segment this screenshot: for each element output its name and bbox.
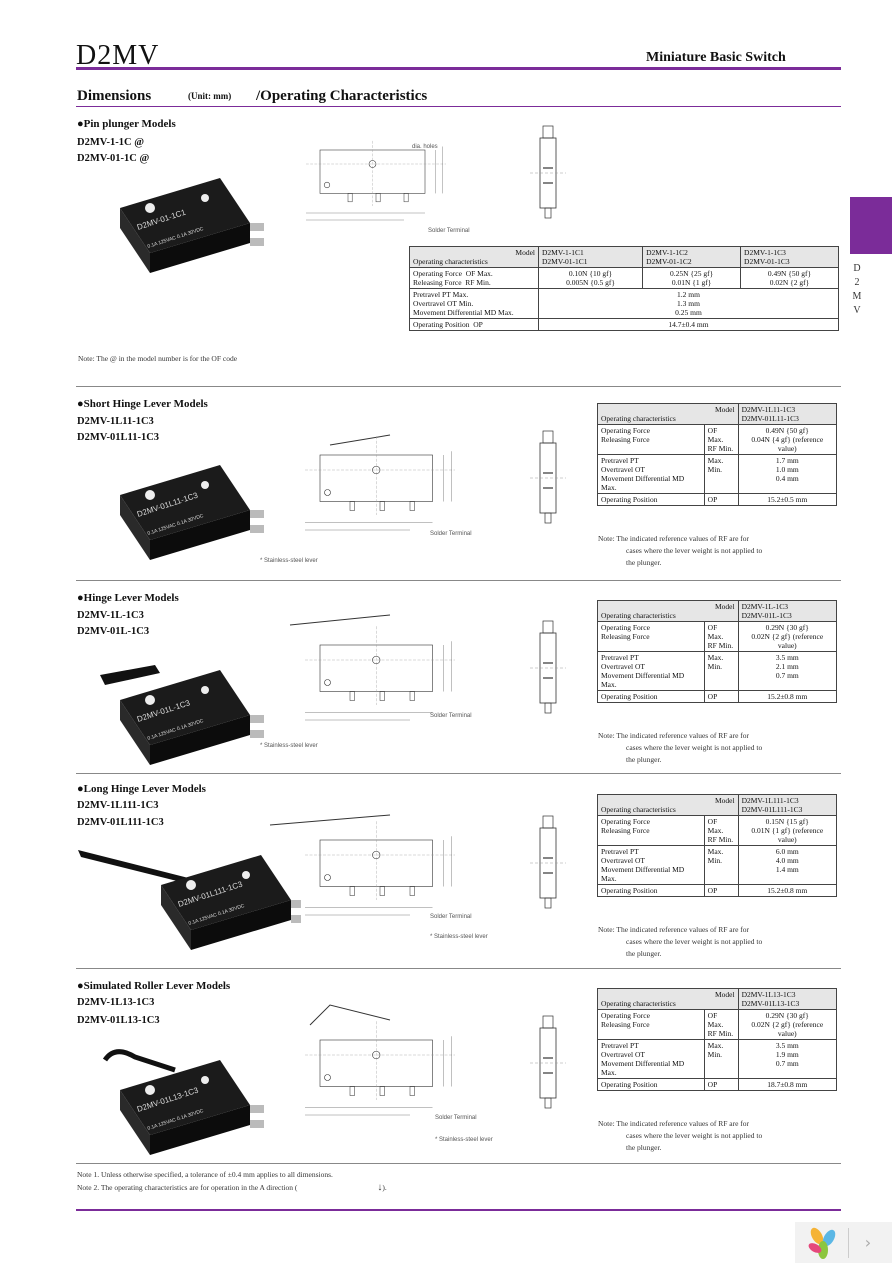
front-view-drawing [529, 1015, 567, 1109]
solder-label: Solder Terminal [435, 1115, 477, 1121]
model-code: D2MV-1L11-1C3 [77, 416, 154, 427]
model-code: D2MV-1L13-1C3 [77, 997, 155, 1008]
header-rule [76, 67, 841, 70]
note-text: Note: The indicated reference values of … [598, 1119, 763, 1152]
section-title-hinge: ●Hinge Lever Models [77, 592, 179, 604]
op-char-heading: /Operating Characteristics [256, 88, 428, 104]
front-view-drawing [529, 815, 567, 909]
front-view-drawing [529, 430, 567, 524]
lever-shape [102, 1049, 176, 1073]
front-view-drawing [529, 125, 567, 219]
model-code: D2MV-1-1C @ [77, 137, 145, 148]
switch-photo: D2MV-01-1C1 0.1A 125VAC 0.1A 30VDC [120, 178, 264, 273]
lever-line [309, 1004, 391, 1026]
solder-label: Solder Terminal [428, 228, 470, 234]
dimensions-heading: Dimensions [77, 88, 152, 104]
lever-line [269, 814, 391, 826]
note-text: Note: The indicated reference values of … [598, 731, 763, 764]
dimension-drawing: Solder Terminal * Stainless-steel lever [304, 1004, 493, 1143]
next-page-button[interactable]: › [848, 1228, 887, 1258]
section-divider [76, 968, 841, 969]
product-category: Miniature Basic Switch [646, 50, 786, 65]
section-title-sim-roller: ●Simulated Roller Lever Models [77, 980, 231, 992]
dimension-drawing: Solder Terminal * Stainless-steel lever [269, 814, 488, 940]
down-arrow-icon: ↓ [377, 1182, 383, 1193]
section-title-short-hinge: ●Short Hinge Lever Models [77, 398, 208, 410]
model-code: D2MV-01-1C @ [77, 153, 150, 164]
solder-label: Solder Terminal [430, 914, 472, 920]
stainless-label: * Stainless-steel lever [430, 934, 488, 940]
note-text: Note: The indicated reference values of … [598, 534, 763, 567]
side-tab [850, 197, 892, 254]
stainless-label: * Stainless-steel lever [260, 558, 318, 564]
model-code: D2MV-1L-1C3 [77, 610, 144, 621]
model-code: D2MV-1L111-1C3 [77, 800, 159, 811]
lever-line [329, 434, 391, 446]
switch-photo: D2MV-01L13-1C3 0.1A 125VAC 0.1A 30VDC [102, 1049, 264, 1155]
section-title-pin-plunger: ●Pin plunger Models [77, 118, 176, 130]
flower-logo-icon [808, 1227, 836, 1259]
dimension-drawing: Solder Terminal * Stainless-steel lever [260, 614, 472, 749]
stainless-label: * Stainless-steel lever [435, 1137, 493, 1143]
holes-label: dia. holes [412, 144, 438, 150]
solder-label: Solder Terminal [430, 713, 472, 719]
product-title: D2MV [76, 40, 160, 71]
unit-label: (Unit: mm) [188, 91, 232, 101]
heading-rule [76, 106, 841, 107]
footer-note-2: Note 2. The operating characteristics ar… [77, 1182, 387, 1193]
dimension-drawing: Solder Terminal * Stainless-steel lever [260, 434, 472, 564]
model-code: D2MV-01L-1C3 [77, 626, 150, 637]
model-code: D2MV-01L111-1C3 [77, 817, 164, 828]
footer-rule [76, 1209, 841, 1211]
front-view-drawing [529, 620, 567, 714]
solder-label: Solder Terminal [430, 531, 472, 537]
model-code: D2MV-01L11-1C3 [77, 432, 160, 443]
switch-photo: D2MV-01L11-1C3 0.1A 125VAC 0.1A 30VDC [120, 465, 264, 560]
section-divider [76, 386, 841, 387]
note-text: Note: The @ in the model number is for t… [78, 354, 238, 363]
footer-note-1: Note 1. Unless otherwise specified, a to… [77, 1170, 333, 1179]
stainless-label: * Stainless-steel lever [260, 743, 318, 749]
footer-divider [76, 1163, 841, 1164]
lever-line [289, 614, 391, 626]
section-divider [76, 773, 841, 774]
lever-shape [100, 665, 160, 685]
section-title-long-hinge: ●Long Hinge Lever Models [77, 783, 206, 795]
switch-photo: D2MV-01L111-1C3 0.1A 125VAC 0.1A 30VDC [78, 850, 301, 950]
model-code: D2MV-01L13-1C3 [77, 1015, 160, 1026]
switch-photo: D2MV-01L-1C3 0.1A 125VAC 0.1A 30VDC [100, 665, 264, 765]
note-text: Note: The indicated reference values of … [598, 925, 763, 958]
section-divider [76, 580, 841, 581]
dimension-drawing: dia. holes Solder Terminal [305, 140, 470, 234]
viewer-widget [795, 1222, 892, 1263]
